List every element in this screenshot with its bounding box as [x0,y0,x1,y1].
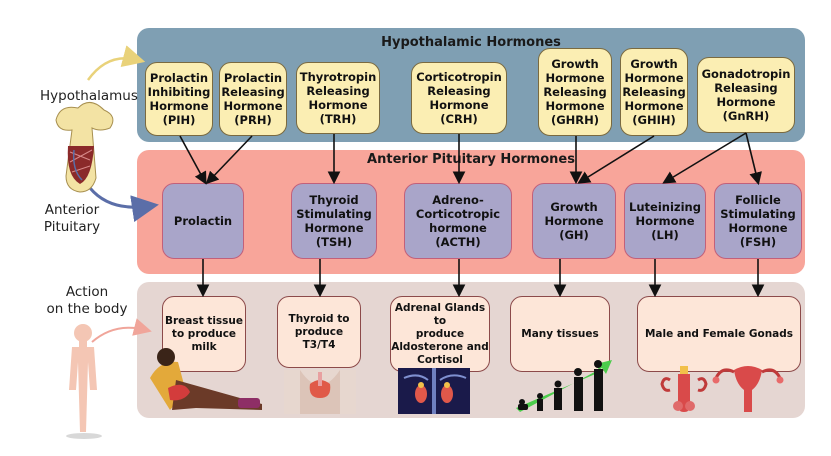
arrows-pit-to-action [196,259,765,298]
pituitary-arrow [88,187,159,223]
hormone-lh: Luteinizing Hormone (LH) [624,183,706,259]
growth-image [516,360,612,412]
hormone-tsh: Thyroid Stimulating Hormone (TSH) [291,183,377,259]
hormone-ghih: Growth Hormone Releasing Hormone (GHIH) [620,48,688,136]
hormone-trh: Thyrotropin Releasing Hormone (TRH) [296,62,380,134]
hormone-gh: Growth Hormone (GH) [532,183,616,259]
arrows-hyp-to-pit [179,132,762,186]
action-adrenal: Adrenal Glands to produce Aldosterone an… [390,296,490,372]
hormone-ghrh: Growth Hormone Releasing Hormone (GHRH) [538,48,612,136]
hormone-pih: Prolactin Inhibiting Hormone (PIH) [145,62,213,136]
pituitary-title: Anterior Pituitary Hormones [367,152,575,167]
hormone-acth: Adreno- Corticotropic hormone (ACTH) [404,183,512,259]
thyroid-image [284,370,356,414]
breastfeeding-image [150,348,262,410]
hypothalamus-arrow [86,45,146,81]
action-arrow [91,318,152,343]
hormone-fsh: Follicle Stimulating Hormone (FSH) [714,183,802,259]
pituitary-gland-image [55,102,114,193]
hormone-gnrh: Gonadotropin Releasing Hormone (GnRH) [697,57,795,133]
action-label: Action on the body [46,284,128,317]
anterior-pituitary-label: Anterior Pituitary [43,202,101,235]
human-body-image [66,324,102,439]
female-gonads-image [712,366,784,412]
male-gonads-image [660,366,708,412]
hypothalamus-label: Hypothalamus [40,88,138,104]
hypothalamic-title: Hypothalamic Hormones [381,35,561,50]
hormone-prh: Prolactin Releasing Hormone (PRH) [219,62,287,136]
hormone-crh: Corticotropin Releasing Hormone (CRH) [411,62,507,134]
adrenal-image [398,368,470,414]
action-breast: Breast tissue to produce milk [162,296,246,372]
hormone-prolactin: Prolactin [162,183,244,259]
